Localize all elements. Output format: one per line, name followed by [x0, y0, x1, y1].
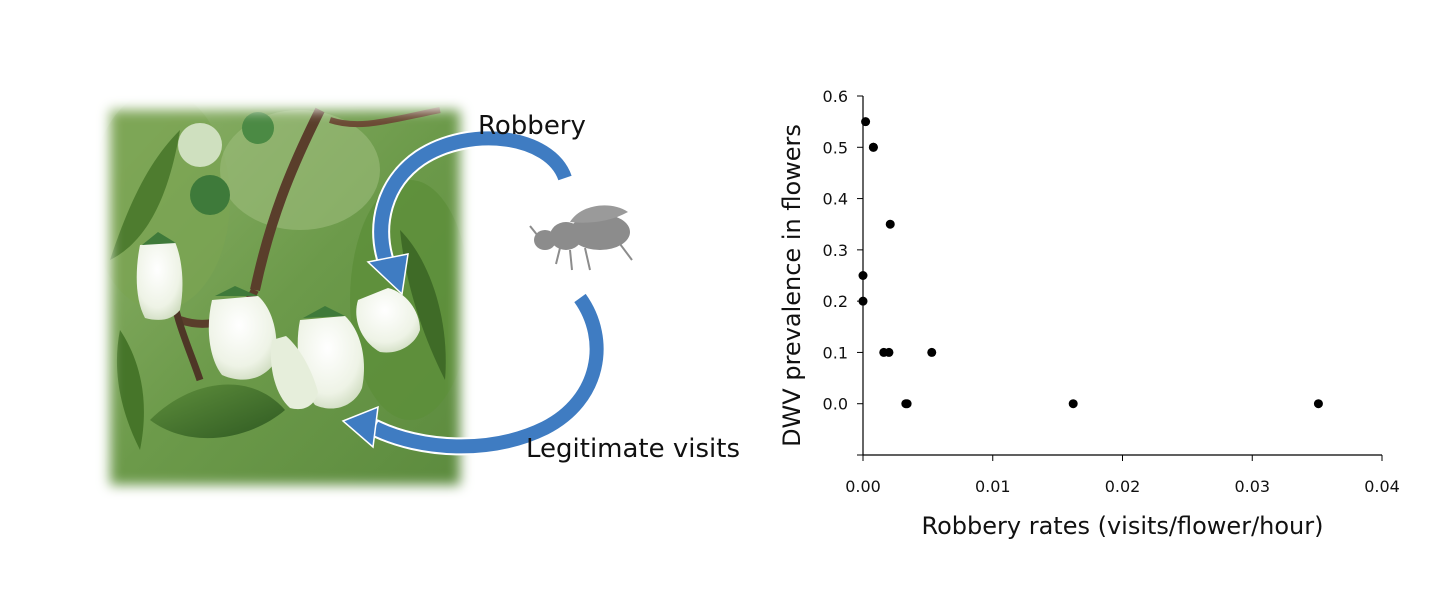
y-axis-title: DWV prevalence in flowers: [778, 124, 806, 447]
y-tick-label: 0.2: [823, 292, 848, 311]
x-axis-ticks: 0.00 0.01 0.02 0.03 0.04: [845, 455, 1400, 496]
y-axis-ticks: 0.0 0.1 0.2 0.3 0.4 0.5 0.6: [823, 87, 863, 456]
scatter-points: [858, 117, 1323, 409]
y-tick-label: 0.4: [823, 190, 848, 209]
data-point: [858, 271, 868, 280]
data-point: [858, 296, 868, 306]
x-tick-label: 0.01: [975, 477, 1011, 496]
x-tick-label: 0.00: [845, 477, 881, 496]
legitimate-visits-label: Legitimate visits: [526, 434, 740, 464]
data-point: [868, 142, 878, 152]
y-tick-label: 0.3: [823, 241, 848, 260]
y-tick-label: 0.6: [823, 87, 848, 106]
x-tick-label: 0.02: [1105, 477, 1141, 496]
legitimate-visits-arrow: [341, 289, 606, 456]
bee-icon: [529, 205, 633, 271]
data-point: [885, 219, 895, 229]
data-point: [902, 399, 912, 409]
x-tick-label: 0.03: [1234, 477, 1270, 496]
data-point: [861, 117, 871, 127]
x-axis-title: Robbery rates (visits/flower/hour): [922, 512, 1324, 540]
x-tick-label: 0.04: [1364, 477, 1400, 496]
data-point: [884, 347, 894, 357]
y-tick-label: 0.5: [823, 138, 848, 157]
robbery-label: Robbery: [478, 111, 586, 141]
data-point: [927, 347, 937, 357]
data-point: [1068, 399, 1078, 409]
y-tick-label: 0.0: [823, 395, 848, 414]
data-point: [1313, 399, 1323, 409]
y-tick-label: 0.1: [823, 343, 848, 362]
robbery-arrow: [366, 129, 574, 296]
